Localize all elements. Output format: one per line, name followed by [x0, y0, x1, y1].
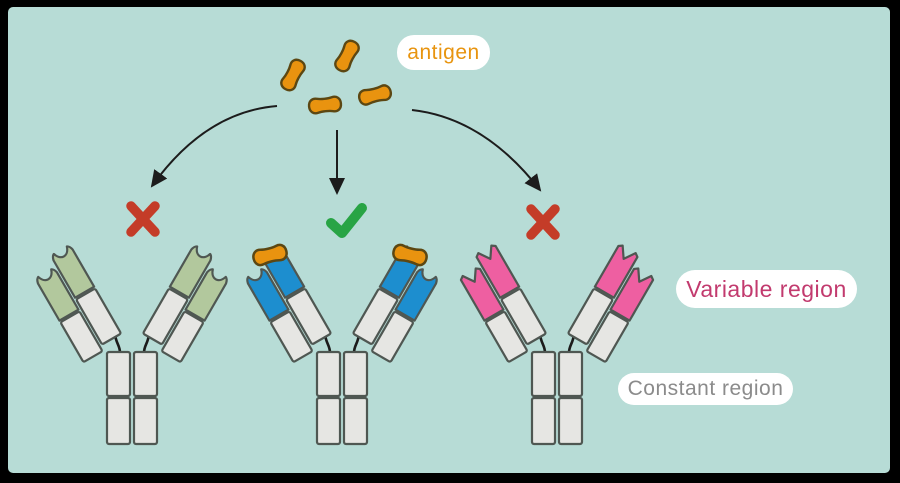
antibody-right-arm [567, 244, 655, 363]
antibody-left-arm [36, 245, 122, 363]
antigen-blob [357, 84, 393, 106]
constant-region-segment [530, 350, 557, 398]
antibody-middle-matching [246, 243, 438, 446]
cross-icon [126, 201, 160, 237]
constant-region-segment [315, 396, 342, 446]
antigen-blob [307, 95, 343, 115]
variable-region-label-pill: Variable region [676, 270, 857, 308]
constant-region-label-pill: Constant region [618, 373, 793, 405]
constant-region-label-text: Constant region [627, 377, 784, 400]
constant-region-segment [557, 350, 584, 398]
constant-region-segment [530, 396, 557, 446]
constant-region-segment [132, 396, 159, 446]
antigen-label-text: antigen [407, 40, 480, 64]
antigen-label-pill: antigen [397, 35, 490, 70]
arrow-to-left-antibody [150, 105, 278, 188]
constant-region-segment [557, 396, 584, 446]
variable-region-label-text: Variable region [686, 275, 847, 302]
antibody-right-arm [142, 245, 228, 363]
constant-region-segment [342, 396, 369, 446]
constant-region-segment [105, 396, 132, 446]
constant-region-segment [105, 350, 132, 398]
antigen-blob [280, 58, 306, 92]
antibody-left-arm [459, 244, 547, 363]
check-icon [326, 203, 367, 238]
antigen-blob [252, 243, 288, 267]
constant-region-segment [132, 350, 159, 398]
antigen-blob [392, 243, 428, 267]
constant-region-segment [315, 350, 342, 398]
antibody-right-arm [352, 245, 438, 363]
antibody-right-non-matching [459, 244, 655, 446]
antigen-blob [334, 39, 360, 73]
cross-icon [526, 204, 560, 240]
antibody-left-non-matching [36, 245, 228, 446]
arrow-to-right-antibody [411, 109, 542, 192]
constant-region-segment [342, 350, 369, 398]
antibody-left-arm [246, 245, 332, 363]
